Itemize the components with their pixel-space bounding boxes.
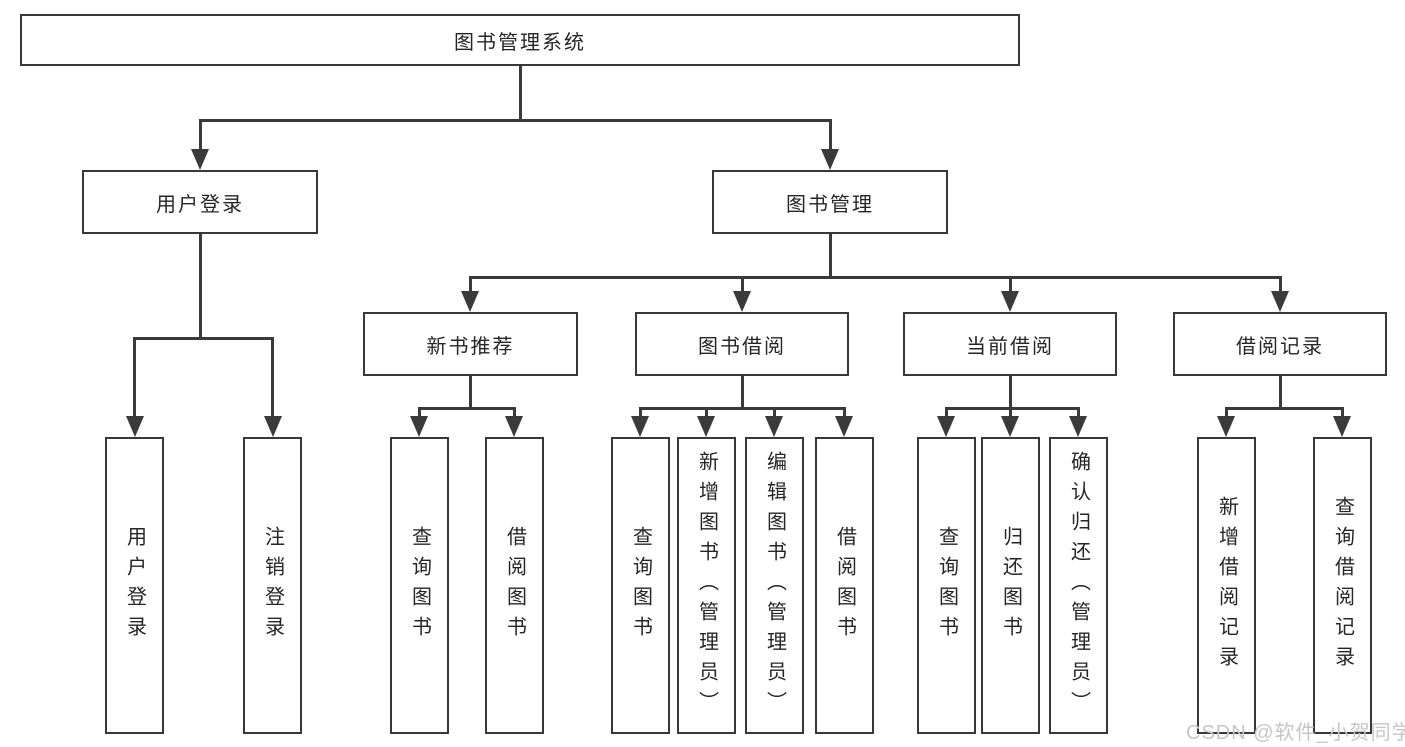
node-root: 图书管理系统 — [20, 14, 1020, 66]
node-leaf-add-book-admin: 新增图书（管理员） — [677, 437, 736, 734]
node-book-management: 图书管理 — [712, 170, 948, 234]
node-leaf-borrow-books-borrowing: 借阅图书 — [815, 437, 874, 734]
connector-vline — [519, 66, 522, 119]
connector-hline — [133, 337, 274, 340]
connector-vline — [741, 276, 744, 291]
node-book-borrowing: 图书借阅 — [635, 312, 849, 376]
connector-vline — [513, 407, 516, 416]
arrow-down-icon — [191, 149, 209, 170]
arrow-down-icon — [835, 416, 853, 437]
arrow-down-icon — [937, 416, 955, 437]
node-user-login: 用户登录 — [82, 170, 318, 234]
connector-vline — [1009, 407, 1012, 416]
connector-vline — [1225, 407, 1228, 416]
connector-vline — [639, 407, 642, 416]
connector-vline — [1341, 407, 1344, 416]
connector-vline — [829, 119, 832, 151]
connector-vline — [469, 376, 472, 407]
arrow-down-icon — [733, 291, 751, 312]
arrow-down-icon — [505, 416, 523, 437]
connector-vline — [829, 234, 832, 276]
node-leaf-query-books-recommend: 查询图书 — [390, 437, 449, 734]
node-leaf-borrow-books-recommend: 借阅图书 — [485, 437, 544, 734]
connector-vline — [1009, 376, 1012, 407]
connector-vline — [705, 407, 708, 416]
connector-vline — [271, 337, 274, 416]
node-leaf-add-borrow-record: 新增借阅记录 — [1197, 437, 1256, 734]
arrow-down-icon — [1271, 291, 1289, 312]
arrow-down-icon — [1001, 416, 1019, 437]
node-current-borrowing: 当前借阅 — [903, 312, 1117, 376]
connector-vline — [773, 407, 776, 416]
node-leaf-return-book: 归还图书 — [981, 437, 1040, 734]
arrow-down-icon — [1333, 416, 1351, 437]
node-leaf-logout: 注销登录 — [243, 437, 302, 734]
arrow-down-icon — [631, 416, 649, 437]
node-leaf-edit-book-admin: 编辑图书（管理员） — [745, 437, 804, 734]
connector-vline — [1279, 276, 1282, 291]
node-borrowing-records: 借阅记录 — [1173, 312, 1387, 376]
connector-hline — [639, 407, 846, 410]
connector-hline — [199, 119, 831, 122]
connector-vline — [199, 119, 202, 151]
connector-hline — [418, 407, 516, 410]
arrow-down-icon — [821, 149, 839, 170]
arrow-down-icon — [1001, 291, 1019, 312]
connector-vline — [199, 234, 202, 337]
arrow-down-icon — [264, 416, 282, 437]
arrow-down-icon — [697, 416, 715, 437]
node-leaf-confirm-return-admin: 确认归还（管理员） — [1049, 437, 1108, 734]
connector-hline — [1225, 407, 1344, 410]
watermark-text: CSDN @软件_小贺同学 — [1186, 722, 1405, 744]
connector-hline — [945, 407, 1080, 410]
connector-vline — [1009, 276, 1012, 291]
arrow-down-icon — [1217, 416, 1235, 437]
connector-vline — [741, 376, 744, 407]
connector-vline — [1077, 407, 1080, 416]
node-leaf-user-login: 用户登录 — [105, 437, 164, 734]
connector-vline — [418, 407, 421, 416]
arrow-down-icon — [126, 416, 144, 437]
node-new-book-recommend: 新书推荐 — [363, 312, 578, 376]
node-leaf-query-borrow-record: 查询借阅记录 — [1313, 437, 1372, 734]
connector-vline — [133, 337, 136, 416]
connector-vline — [945, 407, 948, 416]
arrow-down-icon — [461, 291, 479, 312]
arrow-down-icon — [410, 416, 428, 437]
connector-vline — [469, 276, 472, 291]
node-leaf-query-books-borrowing: 查询图书 — [611, 437, 670, 734]
arrow-down-icon — [1069, 416, 1087, 437]
node-leaf-query-books-current: 查询图书 — [917, 437, 976, 734]
arrow-down-icon — [765, 416, 783, 437]
connector-vline — [1279, 376, 1282, 407]
connector-hline — [469, 276, 1281, 279]
connector-vline — [843, 407, 846, 416]
